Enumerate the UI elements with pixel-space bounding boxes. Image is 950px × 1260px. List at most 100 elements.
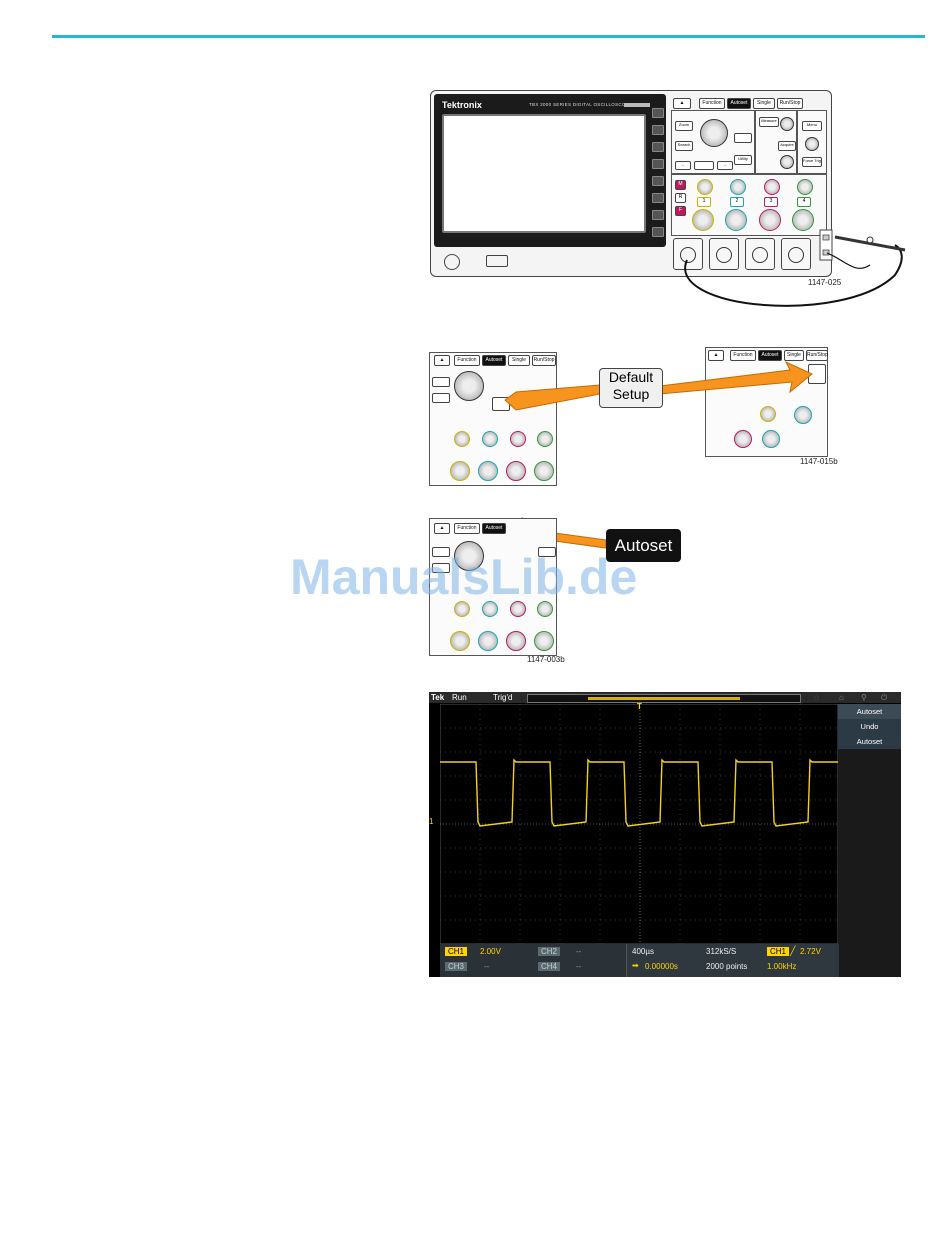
ch2-badge[interactable]: CH2 [538, 947, 561, 956]
acquire-button[interactable]: Acquire [778, 141, 796, 151]
oscilloscope-body: Tektronix TBX 2000 SERIES DIGITAL OSCILL… [430, 90, 832, 277]
autoset-button[interactable]: Autoset [758, 350, 782, 361]
ch2-position-knob[interactable] [730, 179, 746, 195]
save-icon-button[interactable]: ▲ [673, 98, 691, 109]
set-clear-button[interactable] [694, 161, 714, 170]
fft-button[interactable]: F [675, 206, 686, 216]
multipurpose-knob[interactable] [454, 541, 484, 571]
ch3-position-knob[interactable] [764, 179, 780, 195]
ch2-position-knob[interactable] [482, 431, 498, 447]
ch3-scale-knob[interactable] [506, 631, 526, 651]
save-icon-button[interactable]: ▲ [708, 350, 724, 361]
function-button[interactable]: Function [454, 355, 480, 366]
save-recall-button[interactable] [808, 364, 826, 384]
multipurpose-knob[interactable] [700, 119, 728, 147]
run-state: Run [452, 693, 467, 702]
default-setup-button[interactable] [492, 397, 510, 411]
ch4-position-knob[interactable] [797, 179, 813, 195]
ch1-position-knob[interactable] [454, 431, 470, 447]
ch2-scale-knob[interactable] [762, 430, 780, 448]
ch2-position-knob[interactable] [482, 601, 498, 617]
save-icon-button[interactable]: ▲ [434, 355, 450, 366]
single-button[interactable]: Single [508, 355, 530, 366]
ch1-scale-knob[interactable] [692, 209, 714, 231]
ch2-scale-knob[interactable] [725, 209, 747, 231]
single-button[interactable]: Single [753, 98, 775, 109]
ch4-value: -- [576, 962, 582, 971]
power-button[interactable] [444, 254, 460, 270]
search-button[interactable] [432, 393, 450, 403]
rising-edge-icon: ╱ [790, 946, 796, 956]
autoset-button[interactable]: Autoset [482, 355, 506, 366]
autoset-item[interactable]: Autoset [838, 734, 901, 749]
bezel-key[interactable] [652, 176, 664, 186]
ch1-scale-knob[interactable] [734, 430, 752, 448]
prev-arrow-button[interactable]: ← [675, 161, 691, 170]
single-button[interactable]: Single [784, 350, 804, 361]
figure-id-label: 1147-015b [800, 457, 838, 466]
bezel-key[interactable] [652, 108, 664, 118]
position-knob[interactable] [780, 117, 794, 131]
zoom-button[interactable] [432, 377, 450, 387]
ch2-scale-knob[interactable] [478, 631, 498, 651]
menu-button[interactable] [538, 547, 556, 557]
ch1-scale-knob[interactable] [450, 461, 470, 481]
ch2-scale-knob[interactable] [478, 461, 498, 481]
side-bezel-keys [652, 108, 664, 244]
function-button[interactable]: Function [454, 523, 480, 534]
ch4-badge[interactable]: CH4 [538, 962, 561, 971]
trigger-source-badge[interactable]: CH1 [767, 947, 790, 956]
ch4-scale-knob[interactable] [534, 461, 554, 481]
ch1-position-knob[interactable] [454, 601, 470, 617]
run-stop-button[interactable]: Run/Stop [806, 350, 828, 361]
run-stop-button[interactable]: Run/Stop [777, 98, 803, 109]
search-button[interactable] [432, 563, 450, 573]
ch3-scale-knob[interactable] [759, 209, 781, 231]
function-button[interactable]: Function [699, 98, 725, 109]
run-stop-button[interactable]: Run/Stop [532, 355, 556, 366]
ch3-position-knob[interactable] [510, 601, 526, 617]
bezel-key[interactable] [652, 159, 664, 169]
ch3-button[interactable]: 3 [764, 197, 778, 207]
autoset-button[interactable]: Autoset [727, 98, 751, 109]
search-button[interactable]: Search [675, 141, 693, 151]
save-icon-button[interactable]: ▲ [434, 523, 450, 534]
force-trig-button[interactable]: Force Trig [802, 157, 822, 167]
ch4-scale-knob[interactable] [534, 631, 554, 651]
ch3-position-knob[interactable] [510, 431, 526, 447]
bezel-key[interactable] [652, 227, 664, 237]
undo-autoset-item[interactable]: Undo [838, 719, 901, 734]
scale-knob[interactable] [780, 155, 794, 169]
control-panel: ▲ Function Autoset Single Run/Stop Zoom … [671, 94, 827, 270]
bezel-key[interactable] [652, 210, 664, 220]
function-button[interactable]: Function [730, 350, 756, 361]
math-button[interactable]: M [675, 180, 686, 190]
default-setup-button[interactable] [734, 133, 752, 143]
acquire-knob[interactable] [794, 406, 812, 424]
ch3-badge[interactable]: CH3 [445, 962, 468, 971]
autoset-button[interactable]: Autoset [482, 523, 506, 534]
measure-button[interactable]: Measure [759, 117, 779, 127]
utility-button[interactable]: Utility [734, 155, 752, 165]
ref-button[interactable]: R [675, 193, 686, 203]
level-knob[interactable] [805, 137, 819, 151]
ch1-button[interactable]: 1 [697, 197, 711, 207]
zoom-button[interactable] [432, 547, 450, 557]
ch4-position-knob[interactable] [537, 431, 553, 447]
ch4-button[interactable]: 4 [797, 197, 811, 207]
ch1-position-knob[interactable] [697, 179, 713, 195]
ch1-position-knob[interactable] [760, 406, 776, 422]
ch1-badge[interactable]: CH1 [445, 947, 468, 956]
menu-button[interactable]: Menu [802, 121, 822, 131]
zoom-button[interactable]: Zoom [675, 121, 693, 131]
bezel-key[interactable] [652, 193, 664, 203]
ch4-scale-knob[interactable] [792, 209, 814, 231]
bezel-key[interactable] [652, 125, 664, 135]
ch3-scale-knob[interactable] [506, 461, 526, 481]
multipurpose-knob[interactable] [454, 371, 484, 401]
ch1-scale-knob[interactable] [450, 631, 470, 651]
next-arrow-button[interactable]: → [717, 161, 733, 170]
ch2-button[interactable]: 2 [730, 197, 744, 207]
bezel-key[interactable] [652, 142, 664, 152]
ch4-position-knob[interactable] [537, 601, 553, 617]
